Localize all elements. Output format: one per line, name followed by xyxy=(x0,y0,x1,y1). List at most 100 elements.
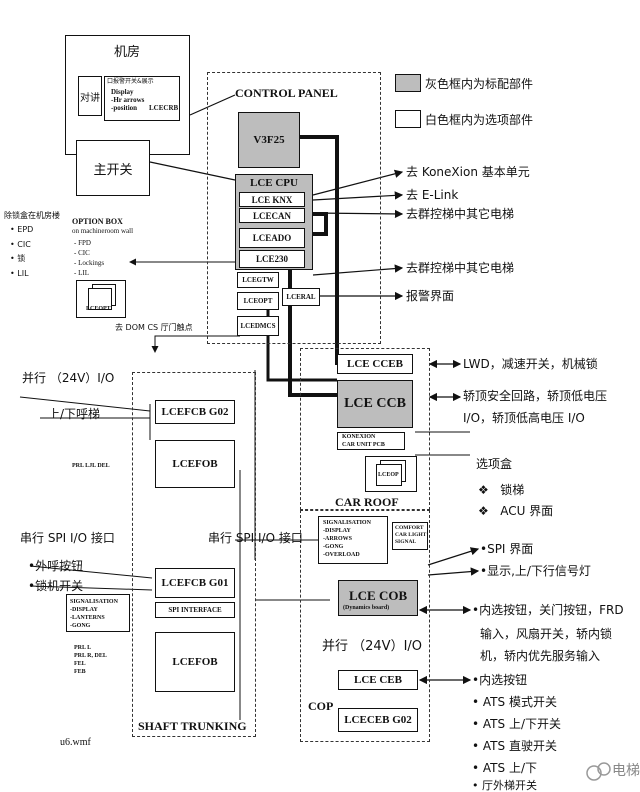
output-lwd: LWD，减速开关，机械锁 xyxy=(463,357,598,371)
option-side-item-4-text: LIL xyxy=(17,269,29,278)
output-ats-3: • ATS 直驶开关 xyxy=(472,739,557,753)
output-ats-2-text: ATS 上/下开关 xyxy=(482,717,561,731)
shaft-serial-spi: 串行 SPI I/O 接口 xyxy=(20,531,115,545)
car-option-title: 选项盒 xyxy=(476,457,513,471)
display-line-3: -position xyxy=(111,104,138,112)
shaft-signalisation-box: SIGNALISATION -DISPLAY -LANTERNS -GONG xyxy=(66,594,130,632)
output-ats-4: • ATS 上/下 xyxy=(472,761,537,775)
intercom-label: 对讲 xyxy=(80,92,100,104)
machine-room-title: 机房 xyxy=(114,45,141,60)
option-side-title: 除锁盒在机房楼 xyxy=(4,211,60,220)
shaft-trunking-title: SHAFT TRUNKING xyxy=(138,719,247,733)
cop-title: COP xyxy=(308,699,334,713)
car-roof-region xyxy=(300,348,430,510)
display-line-2: -Hr arrows xyxy=(111,96,145,104)
control-panel-region xyxy=(207,72,381,344)
car-option-item-2: ❖ ACU 界面 xyxy=(478,504,554,518)
option-box-item-1: - FPD xyxy=(74,239,91,247)
car-serial-spi: 串行 SPI I/O 接口 xyxy=(208,531,303,545)
car-roof-title: CAR ROOF xyxy=(335,495,399,509)
lcegtw-label: LCEGTW xyxy=(242,276,274,284)
lcefcb-g02-box: LCEFCB G02 xyxy=(155,400,235,424)
option-box-card-front xyxy=(88,288,112,310)
option-box-item-4: - LIL xyxy=(74,269,89,277)
car-option-card-front xyxy=(376,464,402,486)
option-side-item-3: • 锁 xyxy=(10,254,26,263)
lcefob-1-box: LCEFOB xyxy=(155,440,235,488)
spi-interface-box: SPI INTERFACE xyxy=(155,602,235,618)
shaft-prl-lines: PRL LJL DEL xyxy=(72,463,110,469)
lce-cceb-label: LCE CCEB xyxy=(347,358,403,370)
output-display-text: 显示,上/下行信号灯 xyxy=(487,564,591,578)
shaft-prl-2-2: PRL R, DEL xyxy=(74,653,107,659)
output-spi-text: SPI 界面 xyxy=(487,542,534,556)
car-parallel-io: 并行 （24V）I/O xyxy=(322,639,423,654)
machine-room-box: 机房 对讲 口报警开关&展示 Display -Hr arrows -posit… xyxy=(65,35,190,155)
car-signalisation-box: SIGNALISATION -DISPLAY -ARROWS -GONG -OV… xyxy=(318,516,388,564)
lcefob-2-label: LCEFOB xyxy=(172,656,218,668)
shaft-trunking-region xyxy=(132,372,256,737)
lceceb-g02-box: LCECEB G02 xyxy=(338,708,418,732)
comfort-line-3: SIGNAL xyxy=(395,539,417,545)
lce-cceb-box: LCE CCEB xyxy=(337,354,413,374)
lce-cob-sub: (Dynamics board) xyxy=(343,605,390,611)
lce-cpu-label: LCE CPU xyxy=(250,177,298,189)
control-panel-title: CONTROL PANEL xyxy=(235,86,338,100)
lce230-label: LCE230 xyxy=(255,254,288,264)
output-ats-1: • ATS 模式开关 xyxy=(472,695,557,709)
option-box-item-3: - Lockings xyxy=(74,259,105,267)
watermark-text: 电梯 xyxy=(612,763,640,779)
output-spi: •SPI 界面 xyxy=(480,542,534,556)
output-inner-1: •内选按钮，关门按钮，FRD xyxy=(472,603,624,617)
konexion-line-2: CAR UNIT PCB xyxy=(342,442,385,448)
shaft-hall-button: •外呼按钮 xyxy=(28,559,84,573)
konexion-line-1: KONEXION xyxy=(342,434,376,440)
lceopt-cp-box: LCEOPT xyxy=(237,292,279,310)
lceopt-cp-label: LCEOPT xyxy=(243,297,273,305)
legend-white-label: 白色框内为选项部件 xyxy=(425,113,534,127)
output-ats-1-text: ATS 模式开关 xyxy=(482,695,557,709)
lce-ccb-label: LCE CCB xyxy=(344,396,406,411)
output-safety-1: 轿顶安全回路，轿顶低电压 xyxy=(463,389,608,403)
option-side-item-1: • EPD xyxy=(10,225,34,234)
shaft-lock-switch: •锁机开关 xyxy=(28,579,84,593)
lcecrb-label: LCECRB xyxy=(149,104,179,112)
output-group-2: 去群控梯中其它电梯 xyxy=(406,261,515,275)
option-box-lceopt: LCEOPT xyxy=(86,306,111,312)
output-konexion: 去 KoneXion 基本单元 xyxy=(406,165,530,179)
intercom-box: 对讲 xyxy=(78,76,102,116)
lce-knx-label: LCE KNX xyxy=(251,194,293,205)
comfort-line-2: CAR LIGHT xyxy=(395,532,427,538)
lcecan-box: LCECAN xyxy=(239,208,305,223)
konexion-box: KONEXION CAR UNIT PCB xyxy=(337,432,405,450)
alarm-box-label: 口报警开关&展示 xyxy=(107,78,154,85)
lcedmcs-box: LCEDMCS xyxy=(237,316,279,336)
output-inner-btn-text: 内选按钮 xyxy=(479,673,528,687)
option-box-subtitle: on machineroom wall xyxy=(72,227,134,235)
lcecan-label: LCECAN xyxy=(252,210,291,221)
lceral-box: LCERAL xyxy=(282,288,320,306)
output-ats-5-text: 厅外梯开关 xyxy=(482,779,537,792)
lce-ccb-box: LCE CCB xyxy=(337,380,413,428)
shaft-lock-switch-text: 锁机开关 xyxy=(35,579,84,593)
car-sig-1: SIGNALISATION xyxy=(323,520,371,526)
output-safety-2: I/O，轿顶低高电压 I/O xyxy=(463,411,585,425)
lce-cob-box: LCE COB (Dynamics board) xyxy=(338,580,418,616)
v3f25-box: V3F25 xyxy=(238,112,300,168)
car-option-item-1: ❖ 锁梯 xyxy=(478,483,525,497)
legend-gray-label: 灰色框内为标配部件 xyxy=(425,77,534,91)
output-ats-2: • ATS 上/下开关 xyxy=(472,717,561,731)
lce230-box: LCE230 xyxy=(239,250,305,268)
shaft-hall-call: 上/下呼梯 xyxy=(48,407,101,421)
output-group-1: 去群控梯中其它电梯 xyxy=(406,207,515,221)
car-option-item-1-text: 锁梯 xyxy=(500,483,525,497)
output-inner-btn: •内选按钮 xyxy=(472,673,528,687)
lcegtw-box: LCEGTW xyxy=(237,272,279,288)
alarm-display-box: 口报警开关&展示 Display -Hr arrows -position LC… xyxy=(104,76,180,121)
main-switch-box: 主开关 xyxy=(76,140,150,196)
car-option-lceop: LCEOP xyxy=(378,472,399,478)
lce-ceb-label: LCE CEB xyxy=(354,674,402,686)
option-box-title: OPTION BOX xyxy=(72,217,123,226)
output-alarm: 报警界面 xyxy=(406,289,455,303)
